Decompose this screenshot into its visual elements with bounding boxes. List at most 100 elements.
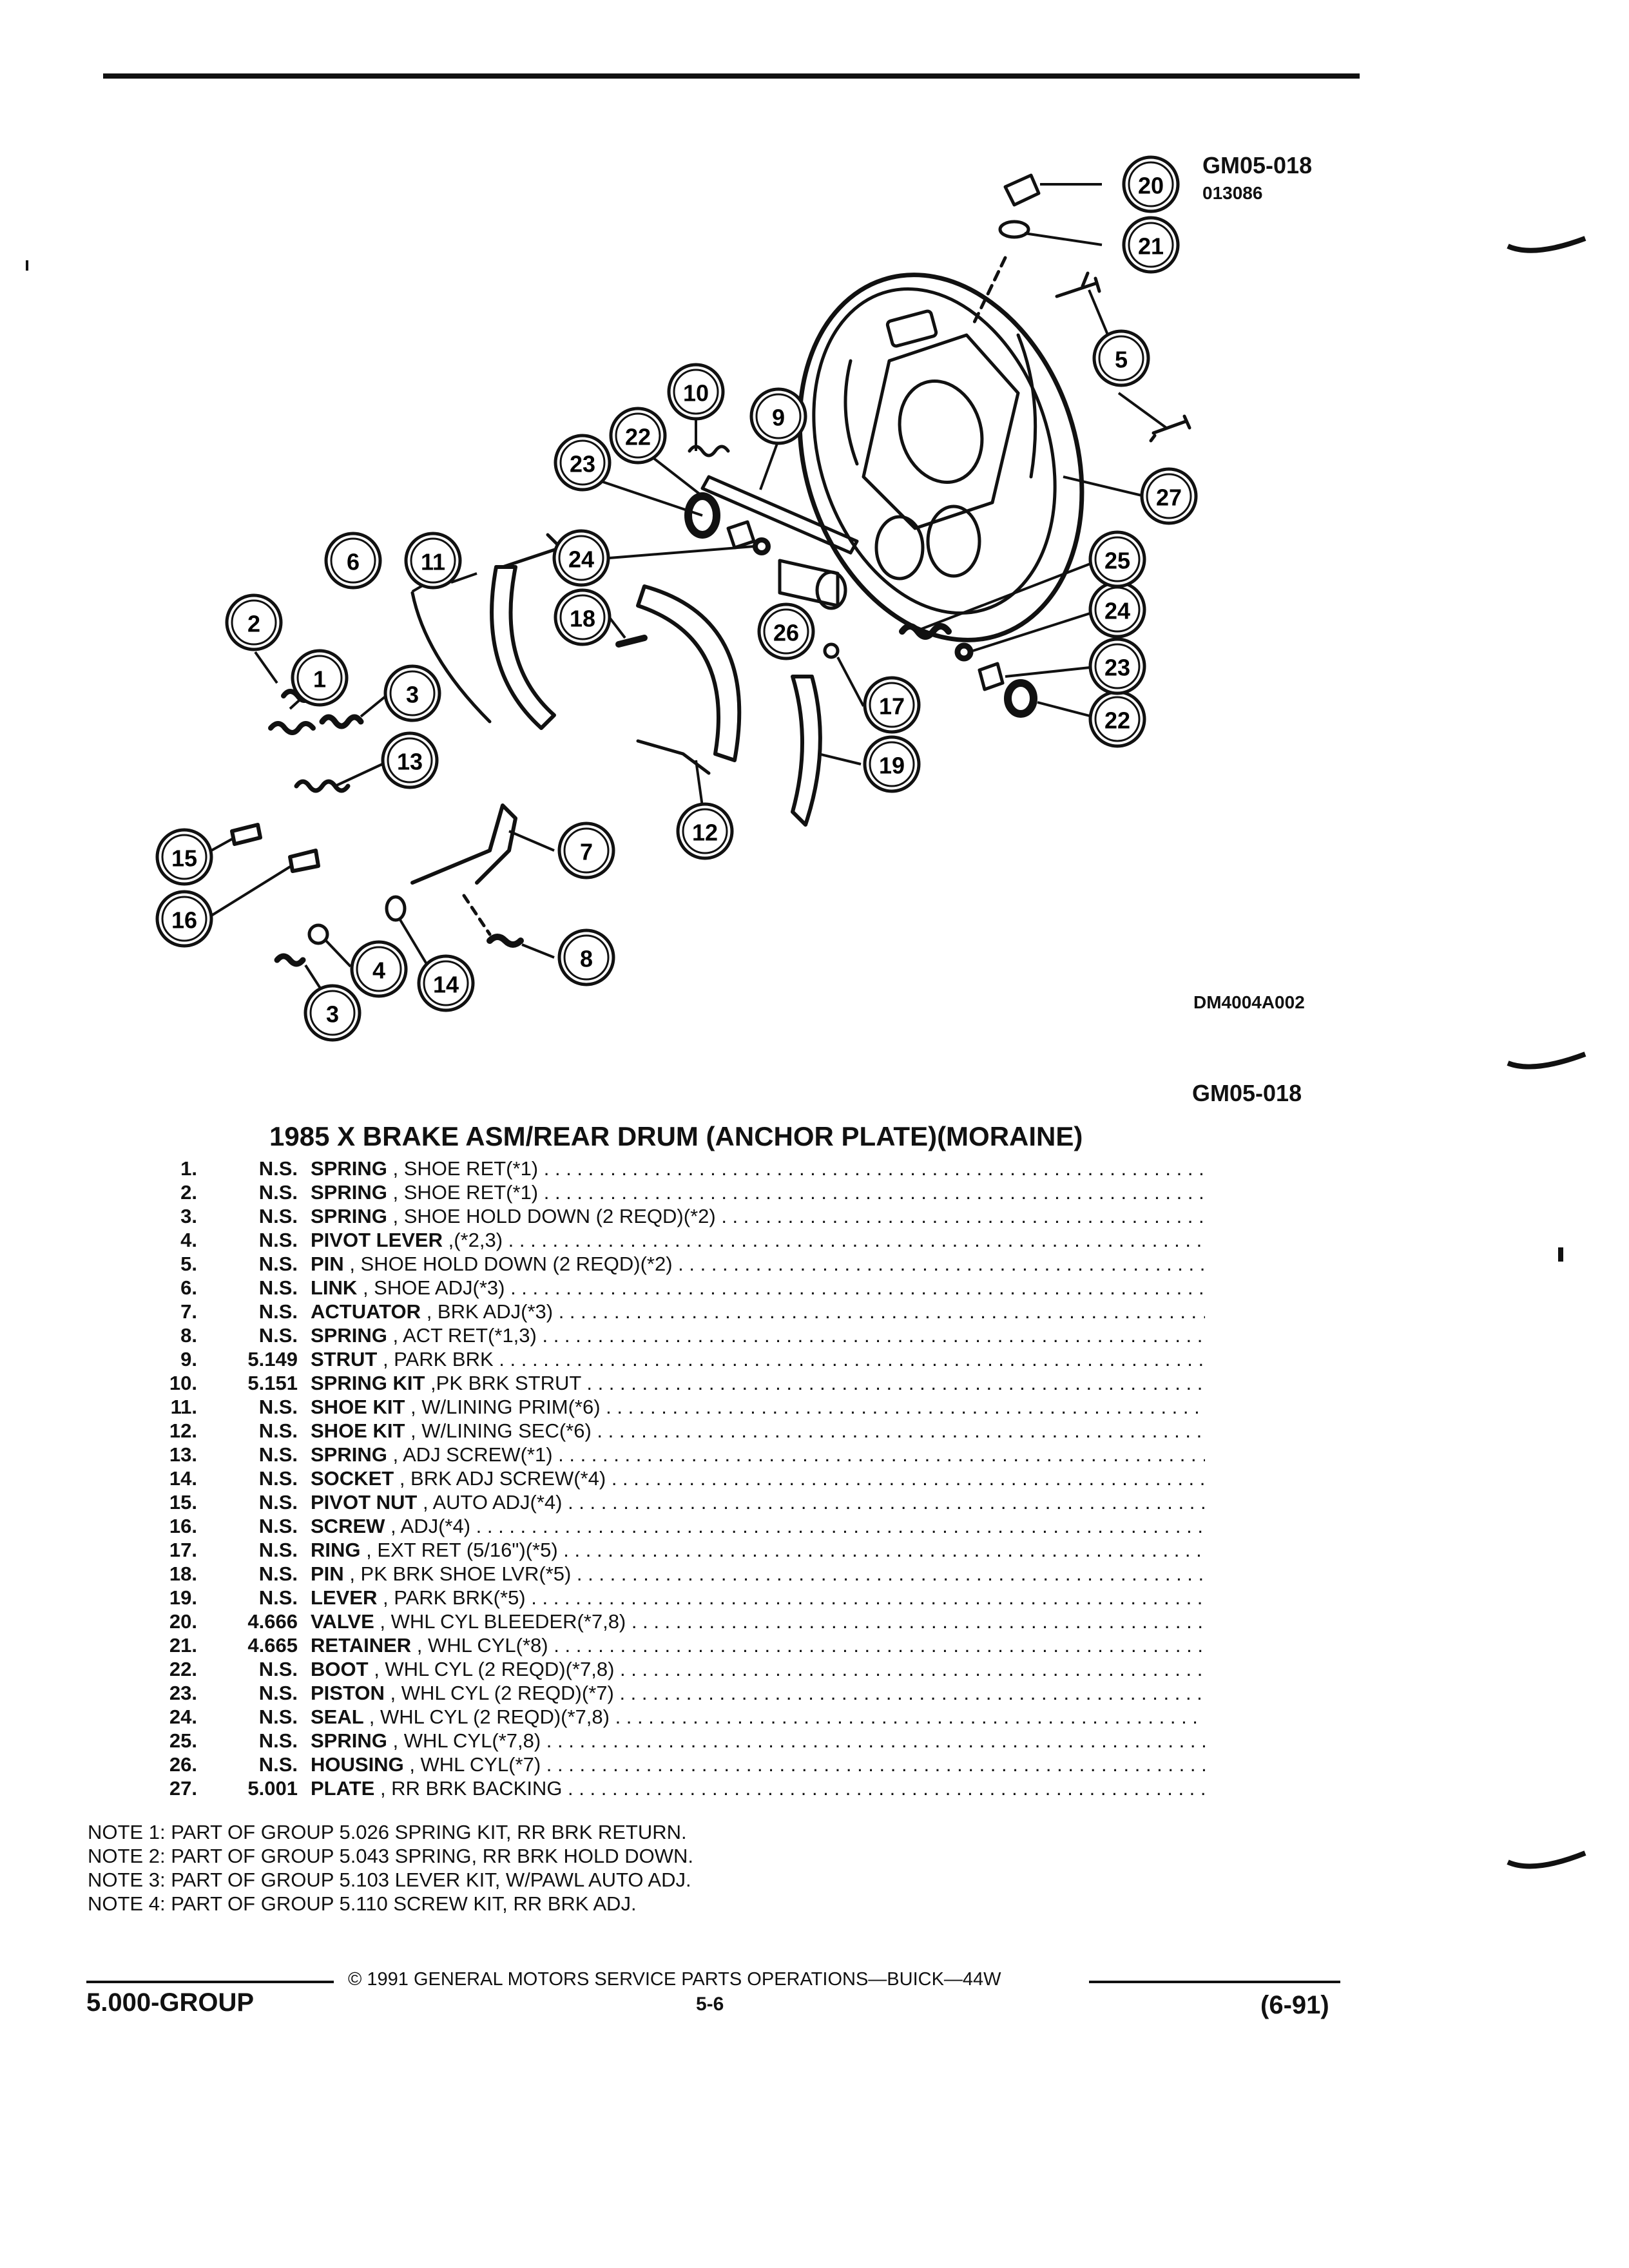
callout-label: 23 bbox=[570, 451, 595, 477]
callout-9: 9 bbox=[749, 387, 807, 445]
parts-row: 18.N.S.PIN , PK BRK SHOE LVR(*5) bbox=[148, 1562, 1205, 1586]
part-description: PIN , PK BRK SHOE LVR(*5) bbox=[311, 1562, 1205, 1586]
part-description: SHOE KIT , W/LINING SEC(*6) bbox=[311, 1419, 1205, 1443]
part-name: SPRING bbox=[311, 1205, 387, 1227]
hold-down-spring bbox=[319, 714, 364, 729]
part-spec: , EXT RET (5/16")(*5) bbox=[366, 1539, 558, 1561]
callout-3: 3 bbox=[304, 984, 361, 1042]
part-number: 16. bbox=[169, 1515, 197, 1537]
part-number: 22. bbox=[169, 1658, 197, 1680]
callout-label: 23 bbox=[1104, 655, 1130, 681]
part-spec: , ACT RET(*1,3) bbox=[392, 1324, 537, 1347]
group-ref: N.S. bbox=[258, 1539, 298, 1561]
part-description: SPRING , SHOE RET(*1) bbox=[311, 1157, 1205, 1180]
part-number: 3. bbox=[180, 1205, 197, 1227]
part-description: SOCKET , BRK ADJ SCREW(*4) bbox=[311, 1467, 1205, 1490]
part-name: LEVER bbox=[311, 1586, 378, 1609]
seal-right bbox=[954, 642, 974, 662]
edge-marks bbox=[1507, 236, 1586, 1869]
callout-label: 7 bbox=[580, 839, 593, 865]
part-name: SHOE KIT bbox=[311, 1419, 405, 1442]
callout-7: 7 bbox=[557, 822, 615, 879]
part-description: RING , EXT RET (5/16")(*5) bbox=[311, 1539, 1205, 1562]
group-ref: N.S. bbox=[258, 1562, 298, 1585]
notes-list: NOTE 1: PART OF GROUP 5.026 SPRING KIT, … bbox=[88, 1821, 693, 1916]
part-number: 21. bbox=[169, 1634, 197, 1657]
part-name: SPRING bbox=[311, 1443, 387, 1466]
piston-right bbox=[978, 662, 1005, 691]
part-name: HOUSING bbox=[311, 1753, 404, 1776]
seal-left bbox=[753, 537, 771, 555]
part-spec: , WHL CYL (2 REQD)(*7) bbox=[390, 1682, 614, 1704]
parts-row: 1.N.S.SPRING , SHOE RET(*1) bbox=[148, 1157, 1205, 1181]
part-name: SPRING bbox=[311, 1324, 387, 1347]
secondary-shoe bbox=[636, 584, 742, 762]
parts-row: 15.N.S.PIVOT NUT , AUTO ADJ(*4) bbox=[148, 1491, 1205, 1515]
adj-screw-spring bbox=[294, 779, 351, 793]
wheel-cylinder bbox=[778, 559, 840, 608]
part-description: RETAINER , WHL CYL(*8) bbox=[311, 1634, 1205, 1657]
part-spec: , PARK BRK(*5) bbox=[382, 1586, 526, 1609]
part-spec: ,(*2,3) bbox=[448, 1229, 503, 1251]
parts-list: 1.N.S.SPRING , SHOE RET(*1)2.N.S.SPRING … bbox=[148, 1157, 1205, 1801]
margin-mark bbox=[26, 260, 28, 271]
callout-label: 8 bbox=[580, 946, 593, 972]
part-description: LINK , SHOE ADJ(*3) bbox=[311, 1276, 1205, 1300]
part-spec: , RR BRK BACKING bbox=[380, 1777, 563, 1800]
group-ref: N.S. bbox=[258, 1157, 298, 1180]
callout-label: 15 bbox=[171, 845, 197, 872]
part-name: SPRING bbox=[311, 1729, 387, 1752]
callout-15: 15 bbox=[155, 828, 213, 886]
callout-label: 20 bbox=[1138, 173, 1164, 199]
part-description: PISTON , WHL CYL (2 REQD)(*7) bbox=[311, 1682, 1205, 1705]
callout-24: 24 bbox=[1088, 581, 1146, 639]
parts-row: 6.N.S.LINK , SHOE ADJ(*3) bbox=[148, 1276, 1205, 1300]
pivot-nut bbox=[230, 823, 262, 846]
brake-exploded-diagram: 1233456789101112131415161718192021222223… bbox=[155, 155, 1198, 1042]
callout-1: 1 bbox=[291, 649, 349, 707]
part-name: PIN bbox=[311, 1253, 344, 1275]
group-ref: N.S. bbox=[258, 1682, 298, 1704]
callout-14: 14 bbox=[417, 954, 475, 1012]
part-spec: , WHL CYL(*7) bbox=[409, 1753, 541, 1776]
callout-label: 9 bbox=[772, 405, 785, 431]
callout-label: 12 bbox=[692, 820, 718, 846]
group-ref: N.S. bbox=[258, 1753, 298, 1776]
callout-label: 16 bbox=[171, 907, 197, 934]
part-name: SCREW bbox=[311, 1515, 385, 1537]
callout-21: 21 bbox=[1122, 216, 1180, 274]
group-ref: 4.665 bbox=[247, 1634, 298, 1657]
drawing-id: DM4004A002 bbox=[1193, 992, 1305, 1012]
part-number: 2. bbox=[180, 1181, 197, 1204]
actuator-ret-spring bbox=[487, 934, 524, 948]
part-number: 26. bbox=[169, 1753, 197, 1776]
callout-label: 17 bbox=[879, 693, 905, 720]
parts-row: 14.N.S.SOCKET , BRK ADJ SCREW(*4) bbox=[148, 1467, 1205, 1491]
callout-label: 10 bbox=[683, 380, 709, 407]
part-description: SPRING KIT ,PK BRK STRUT bbox=[311, 1372, 1205, 1395]
shoe-adj-link bbox=[410, 591, 492, 724]
callout-label: 24 bbox=[568, 546, 594, 573]
group-ref: N.S. bbox=[258, 1658, 298, 1680]
part-name: ACTUATOR bbox=[311, 1300, 421, 1323]
part-spec: ,PK BRK STRUT bbox=[430, 1372, 581, 1394]
part-description: HOUSING , WHL CYL(*7) bbox=[311, 1753, 1205, 1776]
wheel-cylinder-spring bbox=[899, 623, 952, 640]
callout-label: 14 bbox=[433, 972, 459, 998]
part-number: 25. bbox=[169, 1729, 197, 1752]
part-description: PIVOT LEVER ,(*2,3) bbox=[311, 1229, 1205, 1252]
callout-4: 4 bbox=[350, 940, 408, 998]
ext-ret-ring bbox=[823, 642, 840, 659]
shoe-ret-spring-1 bbox=[268, 721, 316, 735]
part-description: VALVE , WHL CYL BLEEDER(*7,8) bbox=[311, 1610, 1205, 1633]
callout-label: 19 bbox=[879, 753, 905, 779]
group-ref: 5.149 bbox=[247, 1348, 298, 1370]
figure-code-bottom: GM05-018 bbox=[1192, 1080, 1302, 1106]
callout-label: 5 bbox=[1115, 347, 1128, 373]
group-ref: N.S. bbox=[258, 1229, 298, 1251]
part-number: 13. bbox=[169, 1443, 197, 1466]
note-line: NOTE 2: PART OF GROUP 5.043 SPRING, RR B… bbox=[88, 1845, 693, 1867]
